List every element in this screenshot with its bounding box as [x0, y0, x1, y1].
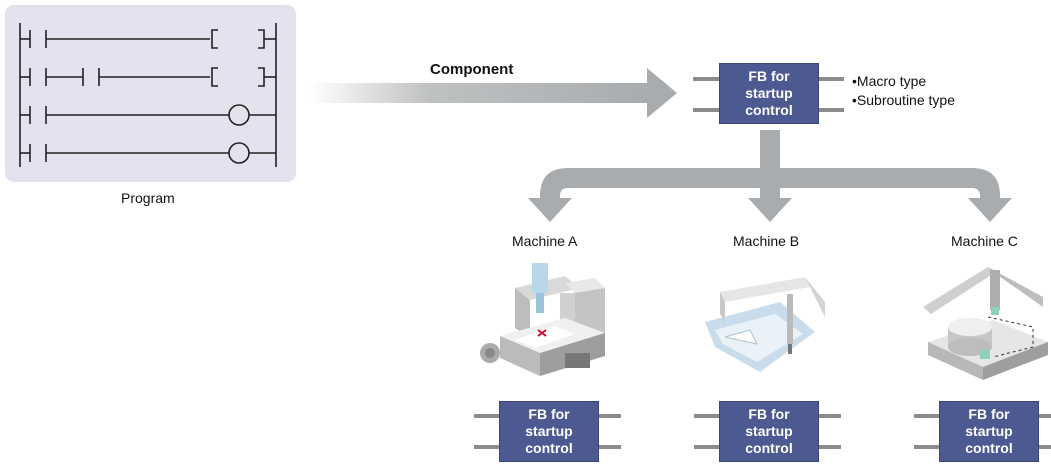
fb-type-item: •Subroutine type: [852, 92, 955, 108]
ladder-rung-3: [20, 104, 276, 126]
fb-startup-control-machine-b: FB for startup control: [719, 401, 819, 462]
fb-a-pin-left-bottom: [474, 445, 499, 449]
machine-a-label: Machine A: [512, 233, 578, 249]
fb-b-pin-left-bottom: [694, 445, 719, 449]
ladder-rung-1: [20, 29, 276, 49]
machine-c-label: Machine C: [951, 233, 1018, 249]
fb-a-line3: control: [525, 440, 573, 456]
fb-a-line1: FB for: [528, 406, 570, 422]
machine-c-robot-icon: [923, 267, 1048, 380]
ladder-rung-2: [20, 67, 276, 87]
fb-c-pin-left-bottom: [914, 445, 939, 449]
fb-type-list: •Macro type •Subroutine type: [852, 72, 955, 110]
fb-c-line1: FB for: [968, 406, 1010, 422]
arrow-head-b: [748, 198, 792, 222]
fb-main-line2: startup: [745, 85, 793, 101]
fb-a-pin-left-top: [474, 414, 499, 418]
fb-a-line2: startup: [525, 423, 573, 439]
component-label: Component: [430, 61, 514, 78]
fb-b-pin-left-top: [694, 414, 719, 418]
fb-c-line3: control: [965, 440, 1013, 456]
program-panel: [5, 5, 296, 182]
ladder-diagram: [19, 23, 277, 167]
arrow-head-a: [528, 198, 572, 222]
fb-a-pin-right-bottom: [598, 445, 621, 449]
fb-main-pin-left-bottom: [693, 108, 719, 112]
fb-b-pin-right-bottom: [818, 445, 841, 449]
fb-b-line2: startup: [745, 423, 793, 439]
machine-b-label: Machine B: [733, 233, 800, 249]
fb-main-pin-right-bottom: [818, 108, 844, 112]
fb-c-pin-left-top: [914, 414, 939, 418]
machine-a-milling-icon: [480, 263, 605, 376]
fb-b-line3: control: [745, 440, 793, 456]
fb-c-line2: startup: [965, 423, 1013, 439]
arrow-head-c: [968, 198, 1012, 222]
fb-c-pin-right-bottom: [1038, 445, 1051, 449]
fb-c-pin-right-top: [1038, 414, 1051, 418]
fb-startup-control-machine-c: FB for startup control: [939, 401, 1039, 462]
fb-b-pin-right-top: [818, 414, 841, 418]
fb-main-pin-left-top: [693, 77, 719, 81]
fb-a-pin-right-top: [598, 414, 621, 418]
machine-b-cutter-icon: [705, 277, 825, 372]
fb-startup-control-machine-a: FB for startup control: [499, 401, 599, 462]
fb-startup-control-main: FB for startup control: [719, 63, 819, 124]
fb-main-line3: control: [745, 102, 793, 118]
fb-main-line1: FB for: [748, 68, 790, 84]
component-arrow: [310, 68, 677, 118]
fb-main-pin-right-top: [818, 77, 844, 81]
fb-type-item: •Macro type: [852, 73, 927, 89]
branch-arrow: [528, 130, 1012, 222]
fb-b-line1: FB for: [748, 406, 790, 422]
ladder-rung-4: [20, 142, 276, 164]
program-label: Program: [121, 190, 175, 206]
